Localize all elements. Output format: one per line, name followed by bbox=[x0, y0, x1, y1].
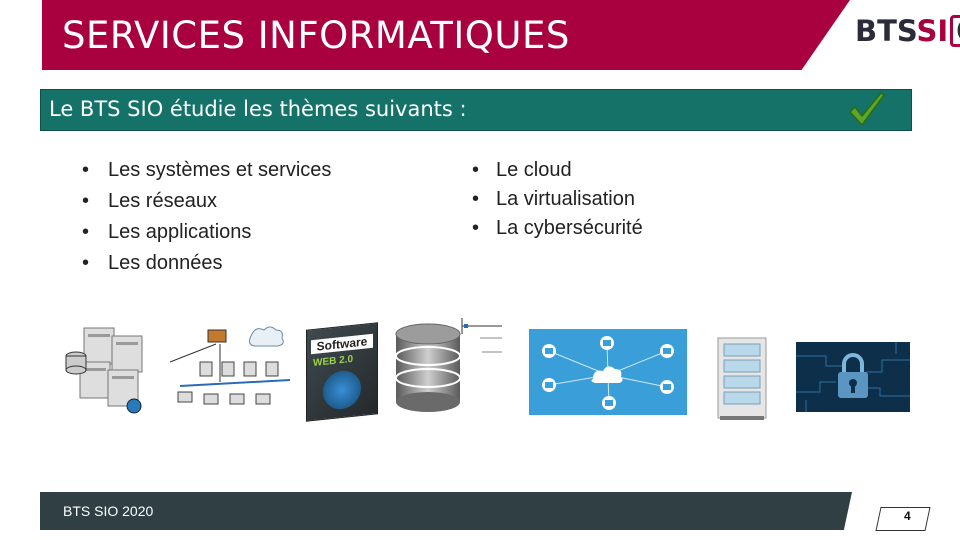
page-number-box bbox=[875, 507, 931, 531]
servers-icon bbox=[65, 327, 143, 414]
footer-bar bbox=[40, 492, 852, 530]
software-box-sub: WEB 2.0 bbox=[313, 353, 354, 370]
subtitle-text: Le BTS SIO étudie les thèmes suivants : bbox=[49, 97, 467, 121]
virtualisation-server-icon bbox=[717, 337, 767, 420]
software-box-image: Software WEB 2.0 bbox=[306, 322, 378, 422]
network-diagram-icon bbox=[169, 326, 291, 405]
subtitle-bar: Le BTS SIO étudie les thèmes suivants : bbox=[40, 89, 912, 131]
software-box-label: Software bbox=[311, 333, 373, 355]
list-item: Les données bbox=[82, 248, 331, 279]
themes-list-left: Les systèmes et services Les réseaux Les… bbox=[82, 155, 331, 279]
page-number: 4 bbox=[904, 509, 911, 523]
title-bar bbox=[42, 0, 850, 70]
list-item: Les applications bbox=[82, 217, 331, 248]
footer-text: BTS SIO 2020 bbox=[63, 503, 154, 519]
list-item: Le cloud bbox=[472, 156, 643, 185]
diagram-fragment-icon bbox=[461, 318, 502, 353]
cybersecurity-lock-image bbox=[796, 342, 910, 412]
database-icon bbox=[395, 323, 461, 412]
list-item: Les systèmes et services bbox=[82, 155, 331, 186]
slide-title: SERVICES INFORMATIQUES bbox=[62, 14, 570, 57]
themes-list-right: Le cloud La virtualisation La cybersécur… bbox=[472, 156, 643, 243]
list-item: La virtualisation bbox=[472, 185, 643, 214]
list-item: Les réseaux bbox=[82, 186, 331, 217]
checkmark-icon bbox=[849, 92, 885, 126]
list-item: La cybersécurité bbox=[472, 214, 643, 243]
cloud-network-image bbox=[529, 329, 687, 415]
